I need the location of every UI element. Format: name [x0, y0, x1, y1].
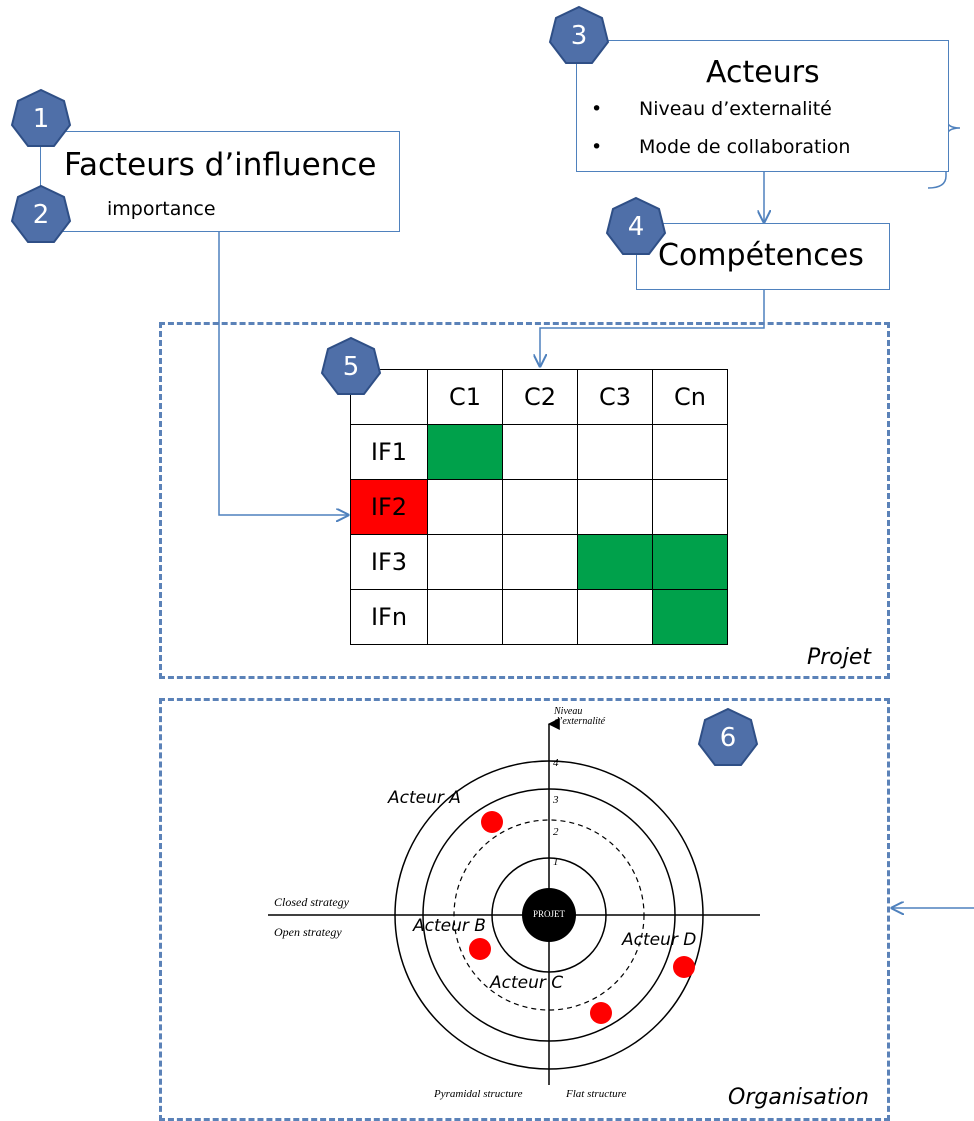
matrix-cell — [427, 589, 503, 645]
matrix-header-row: C1 C2 C3 Cn — [350, 369, 728, 425]
actors-bullet-1: •Niveau d’externalité — [591, 98, 832, 120]
matrix-row: IFn — [350, 589, 728, 645]
ring-number-1: 1 — [553, 856, 559, 868]
organisation-region-label: Organisation — [728, 1085, 869, 1110]
competences-box: Compétences — [636, 223, 890, 290]
matrix-cell — [502, 589, 578, 645]
matrix-cell — [427, 479, 503, 535]
actor-a-label: Acteur A — [388, 788, 461, 808]
matrix-cell — [427, 534, 503, 590]
flat-structure-label: Flat structure — [566, 1088, 627, 1100]
step-badge-4: 4 — [605, 196, 667, 258]
matrix-row-header: IF1 — [350, 424, 428, 480]
step-badge-4-number: 4 — [627, 212, 645, 242]
matrix-cell — [577, 479, 653, 535]
project-region: Projet — [159, 322, 890, 679]
step-badge-3-number: 3 — [570, 21, 588, 51]
matrix-cell-green — [652, 589, 728, 645]
matrix-cell — [652, 424, 728, 480]
actors-box: Acteurs •Niveau d’externalité •Mode de c… — [576, 40, 949, 172]
ring-number-4: 4 — [553, 757, 559, 769]
matrix-cell-green — [427, 424, 503, 480]
step-badge-2: 2 — [10, 184, 72, 246]
step-badge-6: 6 — [697, 707, 759, 769]
center-project-label: PROJET — [532, 909, 565, 919]
matrix-cell — [577, 424, 653, 480]
competences-title: Compétences — [658, 238, 864, 273]
matrix-row: IF2 — [350, 479, 728, 535]
step-badge-6-number: 6 — [719, 723, 737, 753]
actor-c-label: Acteur C — [490, 973, 564, 993]
actors-title: Acteurs — [706, 55, 820, 90]
matrix-cell — [502, 479, 578, 535]
project-region-label: Projet — [806, 645, 871, 670]
bullet-dot: • — [591, 98, 603, 120]
matrix-row: IF1 — [350, 424, 728, 480]
open-strategy-label: Open strategy — [274, 925, 342, 939]
influence-factors-subtitle: importance — [107, 198, 216, 220]
matrix-col-header: C2 — [502, 369, 578, 425]
y-axis-label-line1: Niveau — [554, 706, 583, 717]
matrix-col-header: Cn — [652, 369, 728, 425]
influence-competence-matrix: C1 C2 C3 Cn IF1 IF2 IF3 IFn — [350, 369, 728, 645]
matrix-cell — [502, 534, 578, 590]
matrix-col-header: C3 — [577, 369, 653, 425]
step-badge-1-number: 1 — [32, 104, 50, 134]
actor-d-label: Acteur D — [622, 930, 697, 950]
step-badge-1: 1 — [10, 88, 72, 150]
step-badge-5: 5 — [320, 336, 382, 398]
influence-factors-title: Facteurs d’influence — [64, 147, 377, 183]
y-axis-label-line2: d’externalité — [554, 716, 606, 727]
actor-b-label: Acteur B — [413, 916, 486, 936]
organisation-region: Organisation — [159, 698, 890, 1121]
influence-factors-box: Facteurs d’influence importance — [40, 131, 400, 232]
step-badge-3: 3 — [548, 5, 610, 67]
matrix-cell — [652, 479, 728, 535]
matrix-row-header: IF3 — [350, 534, 428, 590]
bullet-dot: • — [591, 136, 603, 158]
matrix-row-header-highlighted: IF2 — [350, 479, 428, 535]
step-badge-5-number: 5 — [342, 352, 360, 382]
matrix-row-header: IFn — [350, 589, 428, 645]
matrix-row: IF3 — [350, 534, 728, 590]
step-badge-2-number: 2 — [32, 200, 50, 230]
matrix-cell — [502, 424, 578, 480]
ring-number-2: 2 — [553, 826, 559, 838]
matrix-cell-green — [652, 534, 728, 590]
pyramidal-structure-label: Pyramidal structure — [434, 1088, 523, 1100]
actors-bullet-2: •Mode de collaboration — [591, 136, 851, 158]
ring-number-3: 3 — [553, 794, 559, 806]
closed-strategy-label: Closed strategy — [274, 895, 349, 909]
matrix-col-header: C1 — [427, 369, 503, 425]
matrix-cell-green — [577, 534, 653, 590]
matrix-cell — [577, 589, 653, 645]
